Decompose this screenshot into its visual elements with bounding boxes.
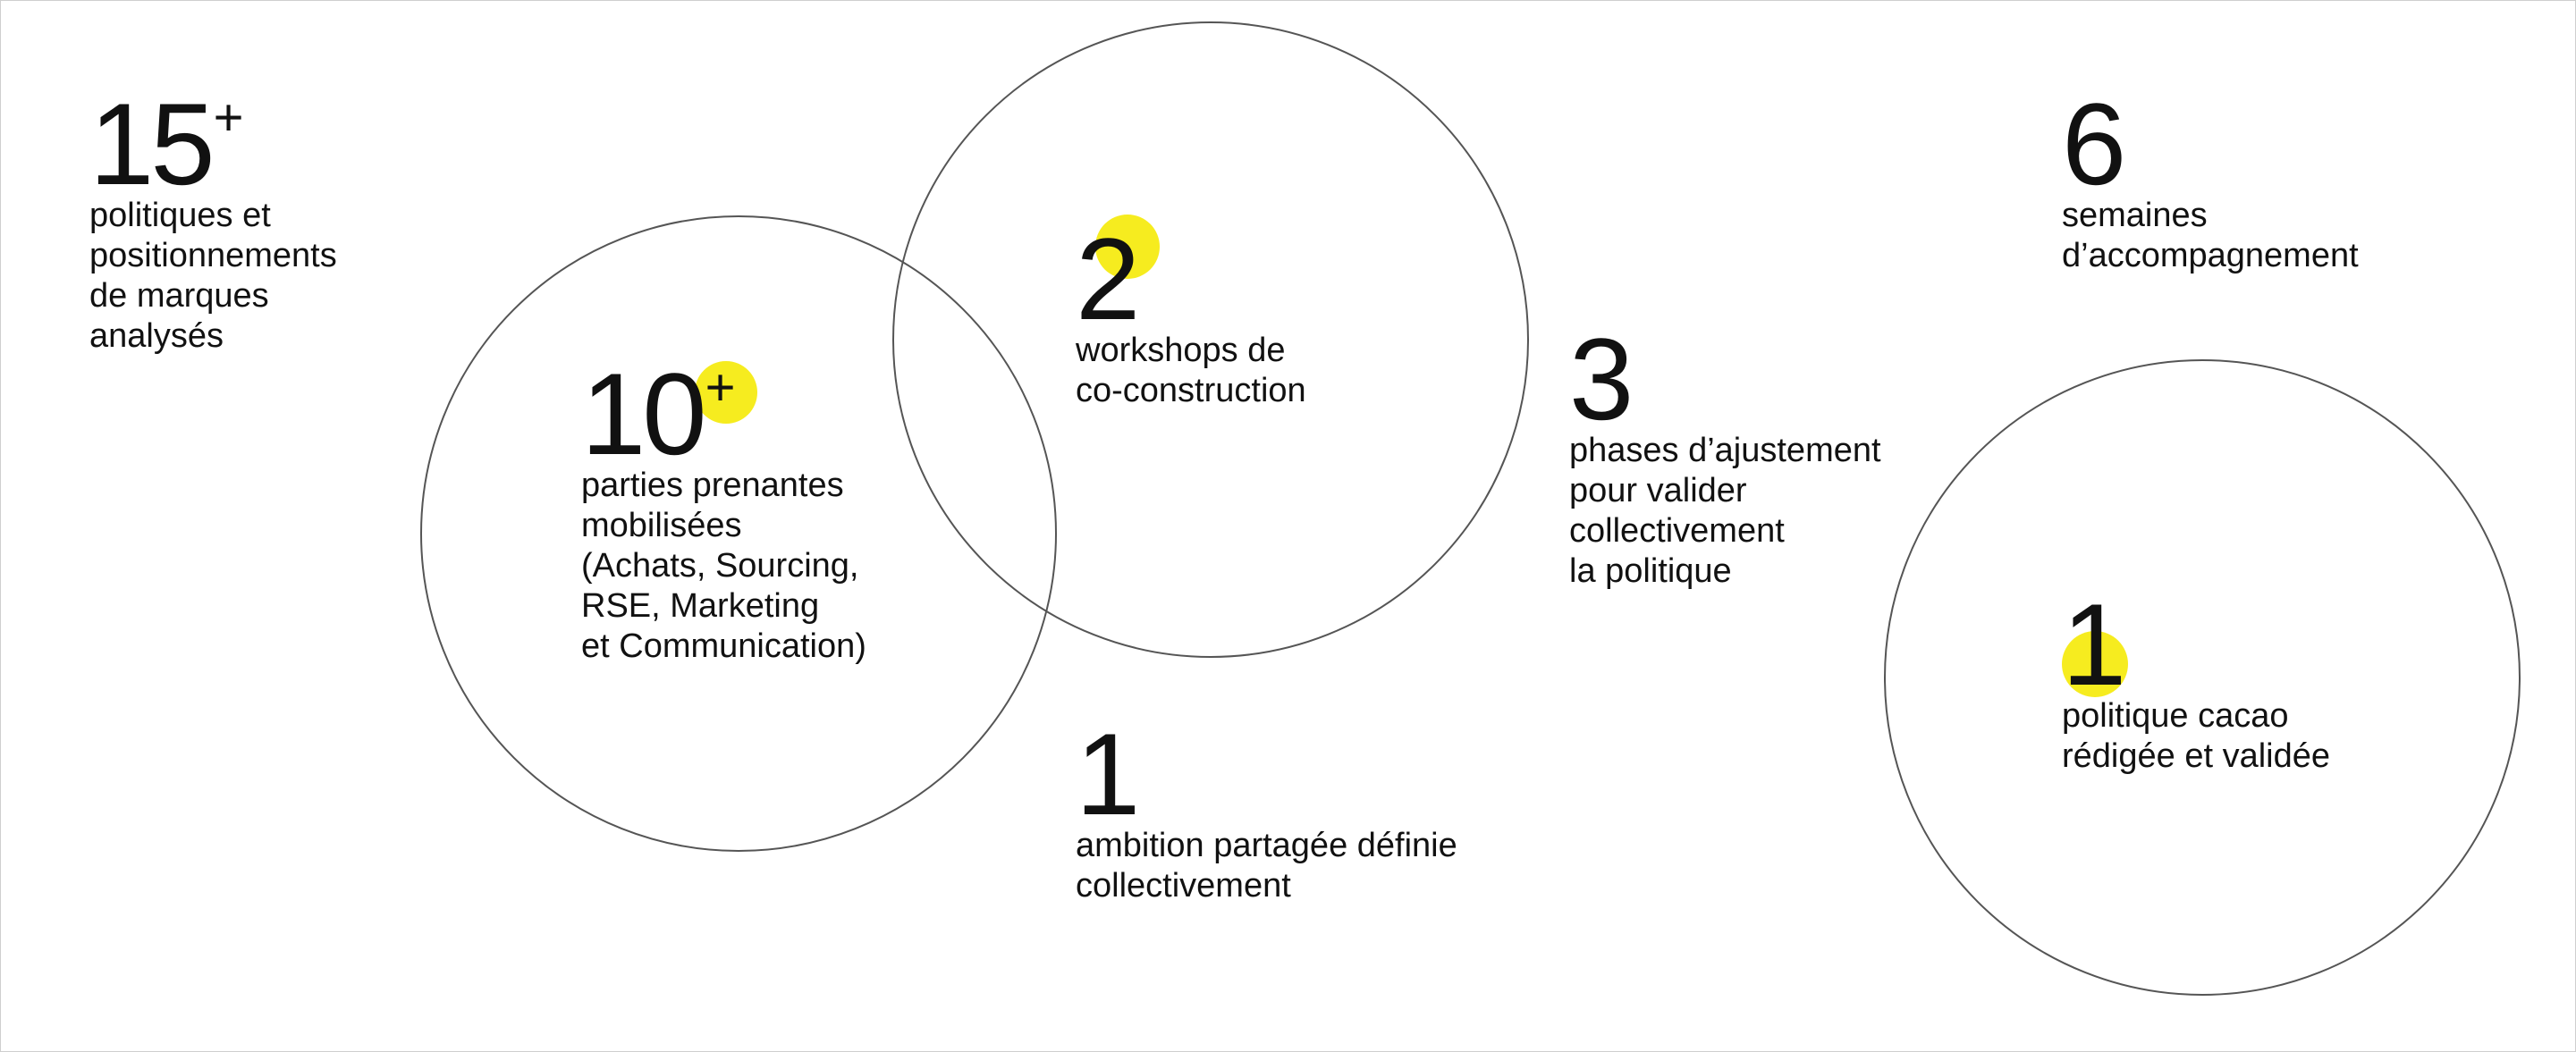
highlight-dot	[1095, 215, 1160, 279]
stat-label: workshops de co-construction	[1076, 332, 1306, 409]
stat-number-wrap: 1	[2062, 579, 2128, 710]
stat-number: 15	[89, 79, 215, 209]
stat-number: 3	[1569, 314, 1634, 444]
stat-number-wrap: 15+	[89, 79, 244, 209]
stat-stakeholders: 10+ parties prenantes mobilisées (Achats…	[581, 349, 866, 667]
circle-stakeholders	[420, 215, 1057, 852]
stat-plus-sign: +	[705, 358, 736, 417]
stat-label: phases d’ajustement pour valider collect…	[1569, 432, 1881, 590]
stat-number: 1	[2062, 579, 2126, 710]
stat-number-wrap: 1	[1076, 709, 1140, 839]
stat-brand-policies: 15+ politiques et positionnements de mar…	[89, 79, 337, 357]
stat-number: 1	[1076, 709, 1140, 839]
stat-number-wrap: 2	[1076, 214, 1160, 344]
stat-adjustment-phases: 3 phases d’ajustement pour valider colle…	[1569, 314, 1881, 592]
highlight-dot	[695, 361, 757, 424]
stat-label: parties prenantes mobilisées (Achats, So…	[581, 467, 866, 665]
stat-workshops: 2 workshops de co-construction	[1076, 214, 1306, 411]
stat-number: 6	[2062, 79, 2126, 209]
stat-shared-ambition: 1 ambition partagée définie collectiveme…	[1076, 709, 1457, 906]
circle-workshops	[892, 21, 1529, 658]
stat-weeks: 6 semaines d’accompagnement	[2062, 79, 2359, 276]
stat-number: 10	[581, 349, 707, 479]
stat-cocoa-policy: 1 politique cacao rédigée et validée	[2062, 579, 2330, 777]
stat-label: politique cacao rédigée et validée	[2062, 697, 2330, 775]
stat-number-wrap: 10+	[581, 349, 757, 479]
stat-number: 2	[1076, 214, 1140, 344]
highlight-dot	[2062, 631, 2128, 697]
stat-label: ambition partagée définie collectivement	[1076, 827, 1457, 905]
stat-plus-sign: +	[213, 88, 244, 147]
circle-policy	[1884, 359, 2521, 996]
stat-number-wrap: 6	[2062, 79, 2126, 209]
stat-label: semaines d’accompagnement	[2062, 197, 2359, 274]
stat-number-wrap: 3	[1569, 314, 1634, 444]
stat-label: politiques et positionnements de marques…	[89, 197, 337, 355]
